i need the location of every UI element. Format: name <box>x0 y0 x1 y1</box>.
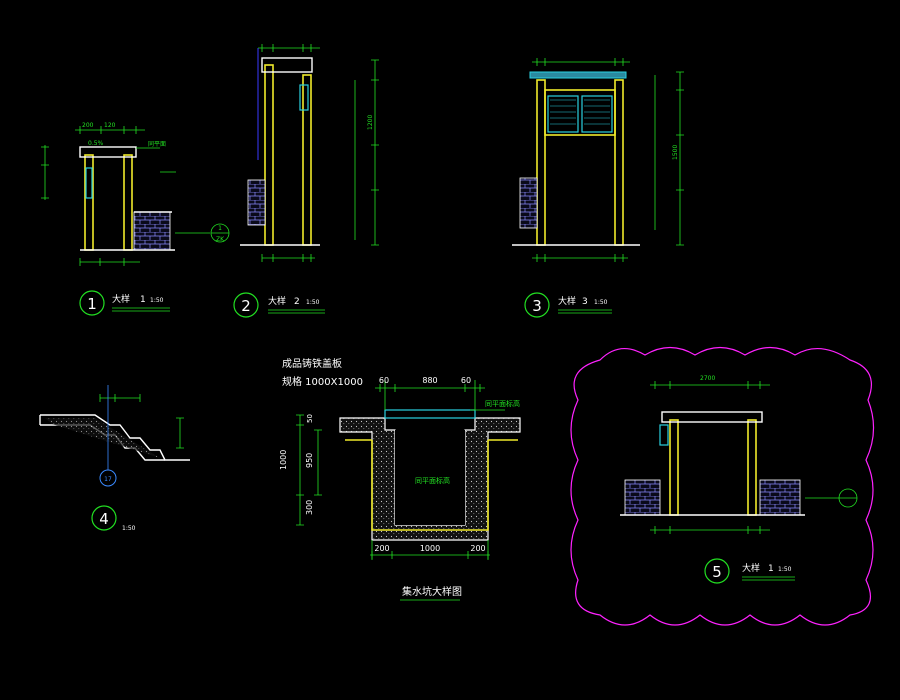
detail-title: 大样 <box>558 295 576 307</box>
detail-scale: 1:50 <box>150 297 164 304</box>
detail-number: 3 <box>532 297 542 315</box>
detail-sub: 2 <box>294 297 300 307</box>
detail-number: 5 <box>712 563 722 581</box>
sump-dim-top-mid: 880 <box>422 376 437 385</box>
axis-label: 17 <box>104 476 112 483</box>
detail-label-1: 1 大样 1 1:50 <box>79 290 170 316</box>
sump-dim-left-c: 300 <box>305 500 314 515</box>
detail-number: 4 <box>99 510 109 528</box>
detail-sub: 3 <box>582 297 588 307</box>
dim-1200: 1200 <box>367 115 374 130</box>
detail-title: 大样 <box>268 295 286 307</box>
sump-dim-bottom-mid: 1000 <box>420 544 440 553</box>
detail-title: 大样 <box>742 562 760 574</box>
dim-1500: 1500 <box>672 145 679 160</box>
detail-label-3: 3 大样 3 1:50 <box>524 292 612 318</box>
slope-label: 0.5% <box>88 140 104 147</box>
dim-200: 200 <box>82 122 94 129</box>
sump-dim-top-left: 60 <box>379 376 389 385</box>
detail-sub: 1 <box>768 564 774 574</box>
sump-dim-left-a: 50 <box>306 414 314 423</box>
detail-2-drawing <box>240 44 379 262</box>
sump-dim-left-b: 950 <box>305 453 314 468</box>
sump-dim-bottom-right: 200 <box>470 544 485 553</box>
detail-title: 大样 <box>112 293 130 305</box>
dim-2700: 2700 <box>700 375 715 382</box>
sump-inner-label: 同平面标高 <box>415 476 450 485</box>
detail-3-drawing <box>512 58 684 262</box>
sump-annotations: 成品铸铁盖板 规格 1000X1000 60 880 60 1000 50 95… <box>279 357 520 598</box>
sump-dim-left-total: 1000 <box>279 450 288 470</box>
detail-scale: 1:50 <box>306 299 320 306</box>
detail-label-2: 2 大样 2 1:50 <box>233 292 325 318</box>
ref-top: 1 <box>218 225 222 232</box>
sump-pit-drawing <box>296 380 521 601</box>
ground-label: 同平面 <box>148 141 166 148</box>
sump-title: 集水坑大样图 <box>402 585 462 598</box>
dim-120: 120 <box>104 122 116 129</box>
detail-scale: 1:50 <box>778 566 792 573</box>
sump-cover-spec: 规格 1000X1000 <box>282 375 363 388</box>
ref-bottom: ZK <box>216 236 225 243</box>
detail-5-drawing <box>570 346 875 626</box>
detail-label-4: 4 1:50 <box>91 505 136 532</box>
detail-sub: 1 <box>140 295 146 305</box>
detail-1-drawing <box>41 126 230 266</box>
detail-number: 2 <box>241 297 251 315</box>
sump-cover-label: 成品铸铁盖板 <box>282 357 342 370</box>
detail-scale: 1:50 <box>594 299 608 306</box>
sump-floor-label: 同平面标高 <box>485 399 520 408</box>
sump-dim-top-right: 60 <box>461 376 471 385</box>
detail-scale: 1:50 <box>122 525 136 532</box>
detail-4-stairs <box>39 385 190 487</box>
misc-annotations: 0.5% 同平面 1 ZK 17 200 120 1200 2700 1500 <box>82 115 715 483</box>
detail-label-5: 5 大样 1 1:50 <box>704 558 795 584</box>
sump-dim-bottom-left: 200 <box>374 544 389 553</box>
detail-number: 1 <box>87 295 97 313</box>
